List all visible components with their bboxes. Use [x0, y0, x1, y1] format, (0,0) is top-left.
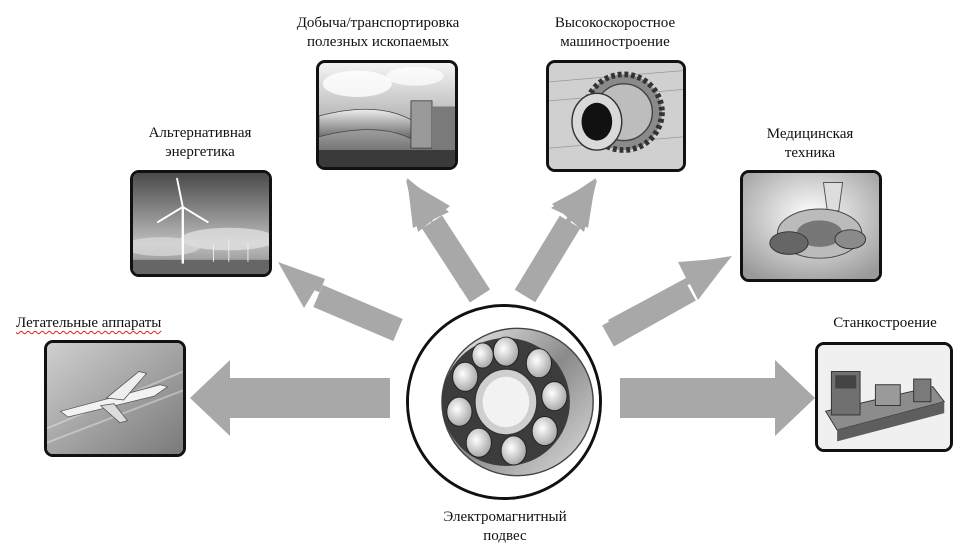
arrow-to-aircraft: [190, 360, 390, 436]
label-aircraft: Летательные аппараты: [16, 315, 162, 331]
label-machine-tool: Станкостроение: [833, 315, 937, 331]
label-machinery: Высокоскоростное машиностроение: [554, 15, 676, 50]
gear-bearing-image: [546, 60, 686, 172]
arrow-to-machine-tool: [620, 360, 815, 436]
aircraft-image: [44, 340, 186, 457]
label-energy: Альтернативная энергетика: [148, 125, 252, 160]
label-mining: Добыча/транспортировка полезных ископаем…: [296, 15, 460, 50]
label-center: Электромагнитный подвес: [443, 509, 567, 544]
label-medical: Медицинская техника: [766, 126, 854, 161]
machine-tool-image: [815, 342, 953, 452]
electromagnetic-bearing-image: [406, 304, 602, 500]
medical-device-image: [740, 170, 882, 282]
wind-turbine-image: [130, 170, 272, 277]
pipeline-image: [316, 60, 458, 170]
